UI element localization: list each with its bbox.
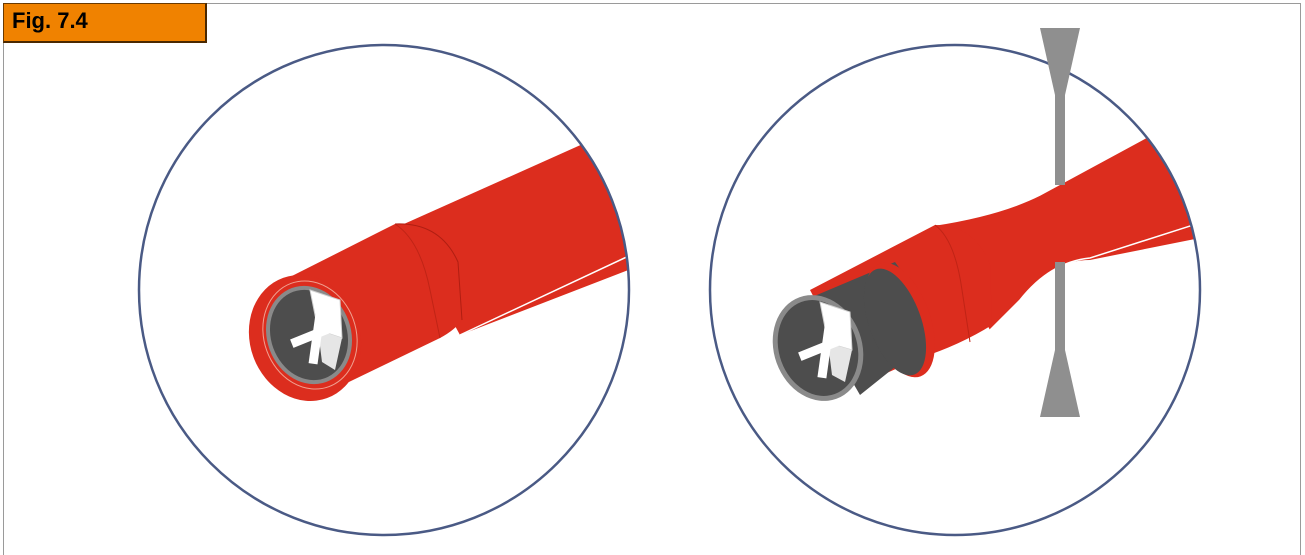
right-detail-panel: [708, 28, 1202, 537]
cable-right: [934, 129, 1200, 331]
crimp-tool: [1040, 28, 1080, 417]
crimp-jaw-lower: [1040, 262, 1080, 417]
figure-label: Fig. 7.4: [3, 3, 207, 43]
left-detail-panel: [137, 43, 631, 537]
cross-insert-left: [290, 289, 343, 370]
cross-insert-right: [798, 301, 853, 382]
exposed-socket-right: [805, 262, 935, 395]
crimp-jaw-upper: [1040, 28, 1080, 185]
detail-circle-right: [708, 43, 1202, 537]
figure-frame: [3, 3, 1301, 555]
detail-circle-left: [137, 43, 631, 537]
sleeve-rim-left: [262, 280, 358, 390]
